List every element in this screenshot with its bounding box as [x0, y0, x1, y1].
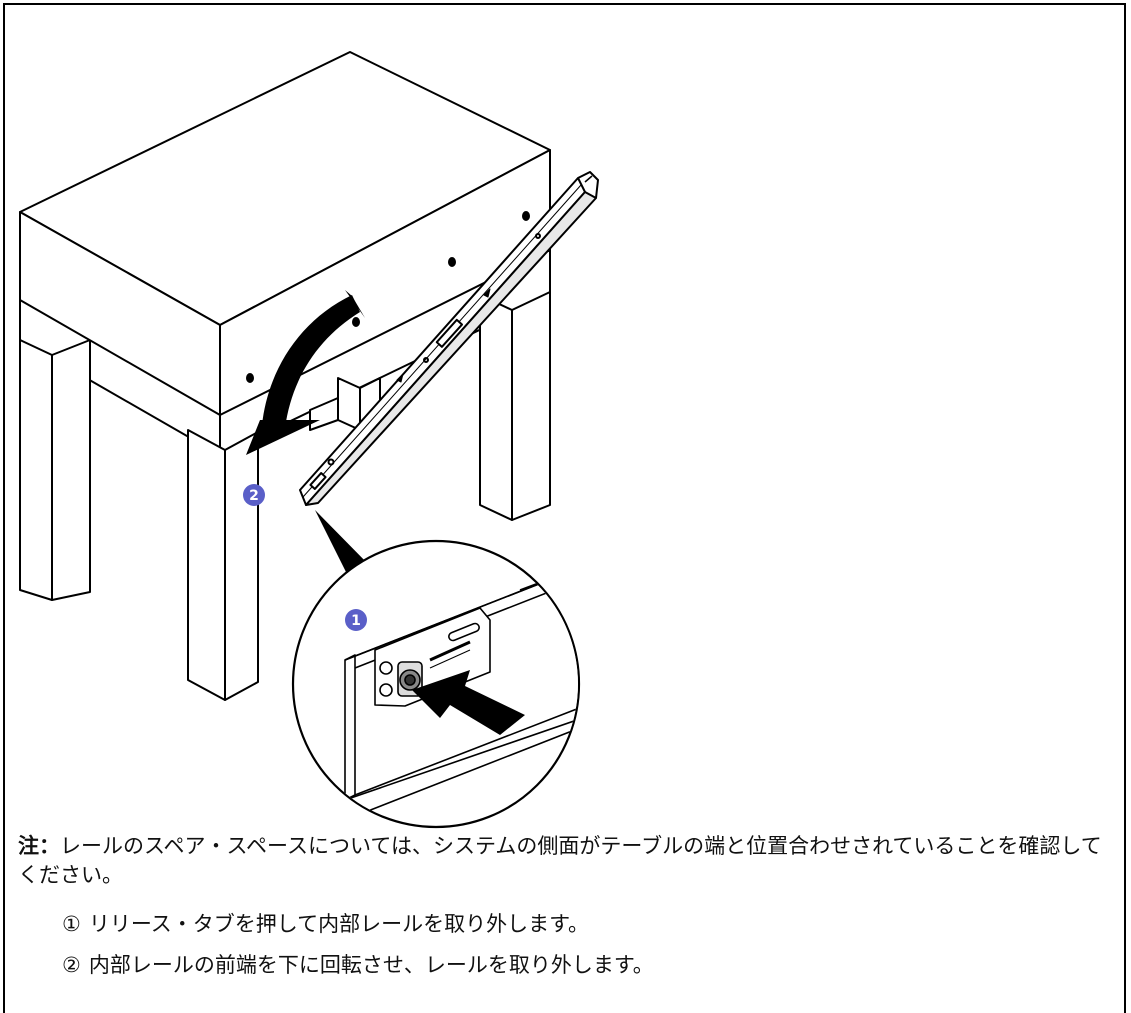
note-paragraph: 注：レールのスペア・スペースについては、システムの側面がテーブルの端と位置合わせ…: [18, 832, 1118, 890]
server-box: [19, 51, 551, 416]
table: [19, 249, 551, 701]
step-2: ② 内部レールの前端を下に回転させ、レールを取り外します。: [62, 951, 654, 979]
push-arrow-icon: [412, 670, 525, 735]
callout-badge-2: 2: [243, 484, 265, 506]
rail-removal-illustration: 2 1: [19, 51, 599, 829]
step-2-marker: ②: [62, 953, 81, 977]
callout-badge-1: 1: [345, 609, 367, 631]
step-2-text: 内部レールの前端を下に回転させ、レールを取り外します。: [88, 953, 654, 977]
step-1-text: リリース・タブを押して内部レールを取り外します。: [88, 912, 590, 936]
note-text: レールのスペア・スペースについては、システムの側面がテーブルの端と位置合わせされ…: [18, 834, 1102, 887]
step-1-marker: ①: [62, 912, 81, 936]
rotate-down-arrow-icon: [246, 290, 365, 455]
step-1: ① リリース・タブを押して内部レールを取り外します。: [62, 910, 589, 938]
inner-rail: [299, 171, 599, 506]
zoom-pointer: [315, 510, 372, 580]
svg-text:2: 2: [249, 488, 259, 504]
document-frame: [3, 3, 1126, 1013]
svg-text:1: 1: [351, 613, 361, 629]
note-label: 注：: [18, 834, 60, 858]
zoom-detail: [291, 539, 581, 829]
